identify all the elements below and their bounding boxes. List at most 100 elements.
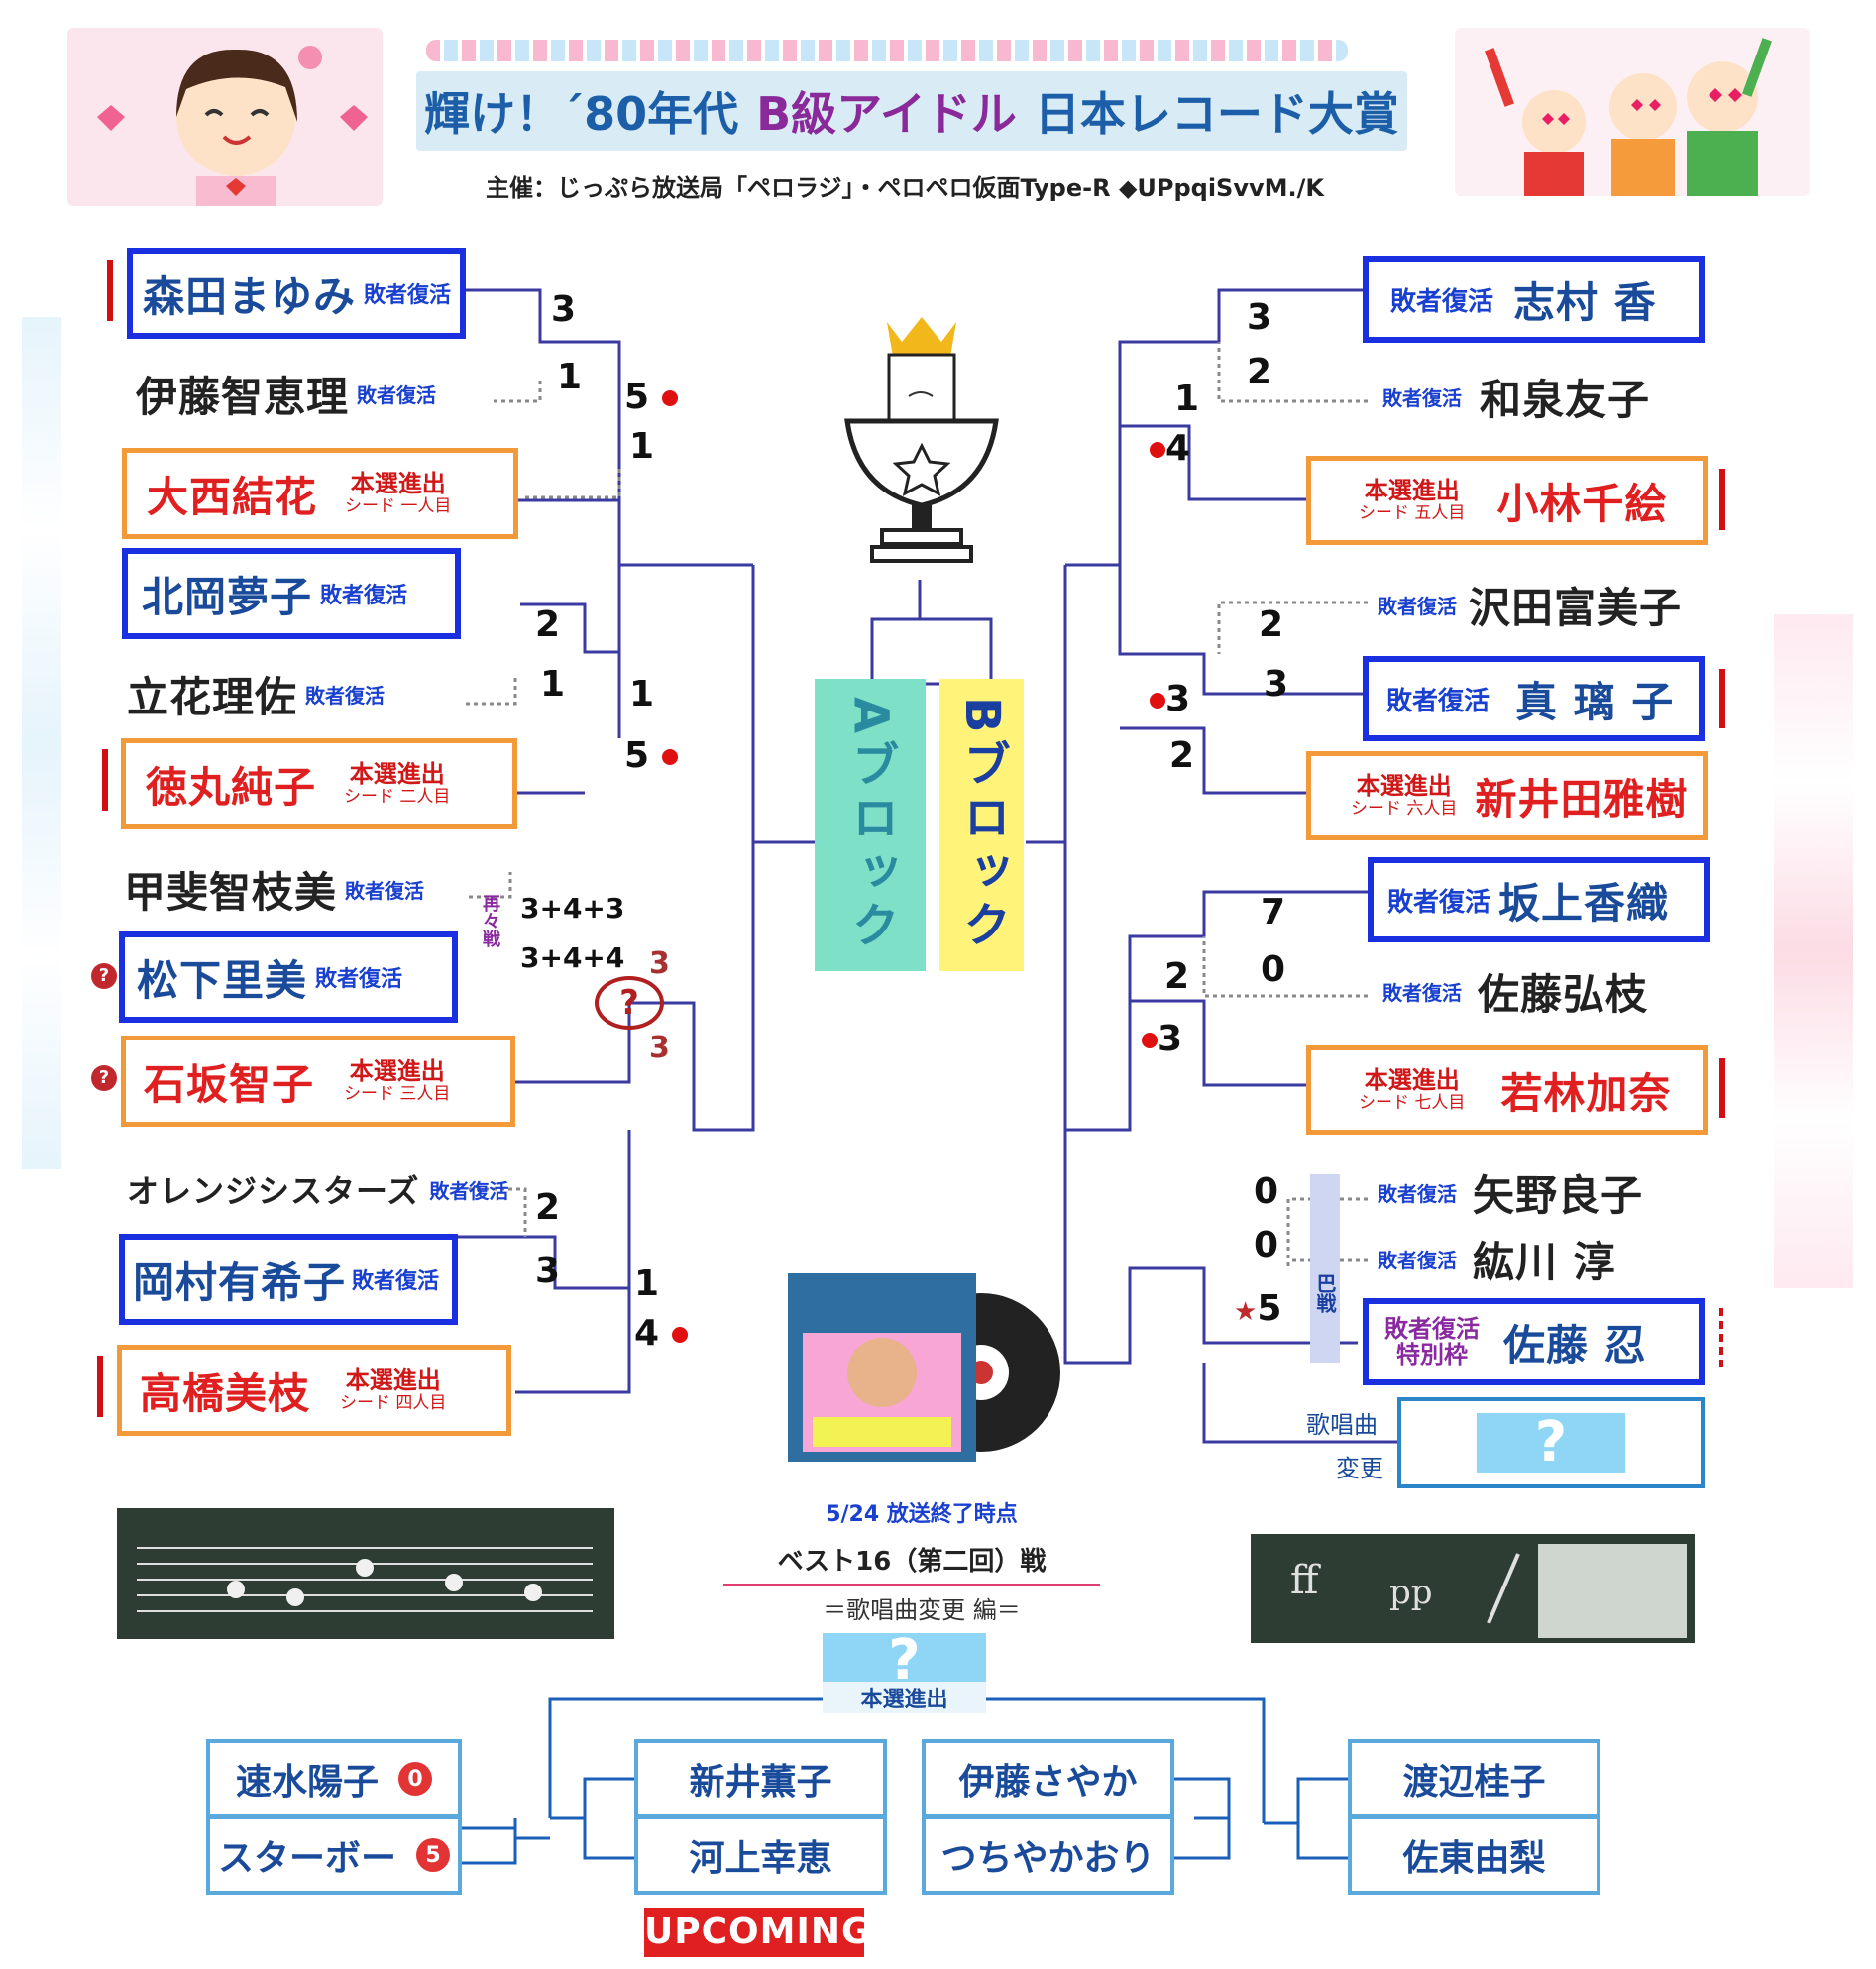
participant-left-8[interactable]: 松下里美敗者復活 — [119, 931, 458, 1023]
participant-left-5[interactable]: 立花理佐敗者復活 — [127, 659, 464, 728]
participant-left-2[interactable]: 伊藤智恵理敗者復活 — [134, 359, 491, 428]
score: 1 — [629, 674, 655, 714]
status-mark — [107, 260, 113, 321]
score: 3 — [535, 1251, 561, 1291]
score-badge: 0 — [398, 1762, 432, 1796]
status-mark — [1719, 1308, 1723, 1367]
idol-girl-illustration — [67, 28, 383, 206]
page-title: 輝け！´80年代 B級アイドル 日本レコード大賞 — [416, 71, 1407, 151]
participant-right-1[interactable]: 敗者復活志村 香 — [1363, 256, 1705, 343]
participant-left-3[interactable]: 大西結花 本選進出シード 一人目 — [122, 448, 518, 539]
bottom-participant-8[interactable]: 佐東由梨 — [1348, 1815, 1600, 1895]
mystery-song-box[interactable]: ? — [1397, 1397, 1705, 1488]
status-mark — [102, 749, 108, 811]
winner-dot — [671, 1327, 688, 1343]
score: 1 — [634, 1263, 660, 1304]
participant-left-6[interactable]: 徳丸純子 本選進出シード 二人目 — [121, 738, 517, 829]
b-block-label: Bブロック — [939, 679, 1024, 971]
participant-right-11[interactable]: 敗者復活紘川 淳 — [1378, 1224, 1714, 1293]
score: 3 — [649, 946, 670, 981]
score: ★5 — [1234, 1288, 1282, 1329]
score: 3 — [1264, 664, 1289, 705]
sponsor-line: 主催：じっぷら放送局「ペロラジ」・ペロペロ仮面Type-R ◆UPpqiSvvM… — [486, 174, 1324, 202]
score: 3 — [1247, 297, 1272, 338]
participant-right-6[interactable]: 本選進出シード 六人目 新井田雅樹 — [1306, 751, 1708, 840]
question-mark-icon: ? — [1477, 1413, 1625, 1473]
right-edge-decoration — [1774, 614, 1853, 1288]
bottom-top-label: ? 本選進出 — [823, 1633, 986, 1717]
participant-left-9[interactable]: 石坂智子 本選進出シード 三人目 — [121, 1036, 515, 1127]
svg-text:ff: ff — [1290, 1558, 1321, 1603]
bottom-participant-7[interactable]: 渡辺桂子 — [1348, 1739, 1600, 1818]
score: 7 — [1261, 892, 1286, 932]
question-mark-icon: ? — [823, 1633, 986, 1689]
score: 1 — [629, 426, 655, 467]
score: 3 — [649, 1031, 670, 1065]
score-badge: 5 — [416, 1838, 450, 1872]
winner-dot — [1150, 442, 1165, 458]
status-mark — [97, 1356, 103, 1417]
score: 0 — [1261, 949, 1286, 990]
title-part-2: B級アイドル — [756, 87, 1017, 141]
score: 1 — [540, 664, 566, 705]
winner-dot — [661, 749, 678, 765]
round-title: ベスト16（第二回）戦 — [723, 1541, 1100, 1586]
question-icon: ? — [91, 1065, 117, 1091]
upcoming-badge: UPCOMING — [644, 1908, 871, 1957]
participant-left-4[interactable]: 北岡夢子敗者復活 — [122, 548, 461, 639]
participant-right-10[interactable]: 敗者復活矢野良子 — [1378, 1157, 1714, 1227]
winner-dot — [1150, 693, 1165, 709]
participant-right-4[interactable]: 敗者復活沢田富美子 — [1378, 570, 1714, 639]
score: 2 — [535, 604, 561, 645]
participant-right-5[interactable]: 敗者復活真 璃 子 — [1363, 656, 1705, 741]
trophy-icon — [837, 297, 1006, 585]
chalkboard-piano-illustration: ff pp — [1251, 1534, 1695, 1643]
score: 2 — [1247, 352, 1272, 392]
svg-text:pp: pp — [1389, 1573, 1433, 1612]
score: 4 — [1150, 428, 1190, 469]
bottom-participant-5[interactable]: 伊藤さやか — [922, 1739, 1174, 1818]
round-subtitle: ＝歌唱曲変更 編＝ — [823, 1596, 1021, 1624]
participant-right-9[interactable]: 本選進出シード 七人目 若林加奈 — [1306, 1045, 1708, 1135]
status-mark — [1719, 1058, 1725, 1118]
score: 0 — [1254, 1171, 1279, 1212]
participant-left-12[interactable]: 高橋美枝 本選進出シード 四人目 — [117, 1345, 511, 1436]
participant-left-7[interactable]: 甲斐智枝美敗者復活 — [124, 854, 466, 924]
participant-right-3[interactable]: 本選進出シード 五人目 小林千絵 — [1306, 456, 1708, 545]
score: 3+4+3 — [520, 892, 625, 925]
star-icon: ★ — [1234, 1297, 1258, 1327]
participant-right-8[interactable]: 敗者復活佐藤弘枝 — [1382, 956, 1714, 1026]
bottom-participant-6[interactable]: つちやかおり — [922, 1815, 1174, 1895]
score: 2 — [1164, 956, 1190, 997]
score: 3 — [1150, 679, 1190, 719]
score: 4 — [634, 1313, 688, 1354]
participant-right-12[interactable]: 敗者復活特別枠 佐藤 忍 — [1363, 1298, 1705, 1385]
score: 5 — [624, 735, 678, 776]
bottom-participant-4[interactable]: 河上幸恵 — [634, 1815, 887, 1895]
bottom-participant-3[interactable]: 新井薫子 — [634, 1739, 887, 1818]
score: 1 — [557, 357, 583, 397]
title-part-1: 輝け！´80年代 — [424, 87, 739, 141]
question-circle-icon: ? — [595, 976, 664, 1030]
participant-right-7[interactable]: 敗者復活坂上香織 — [1368, 857, 1710, 942]
participant-right-2[interactable]: 敗者復活和泉友子 — [1382, 362, 1710, 431]
status-mark — [1719, 669, 1725, 728]
score: 3+4+4 — [520, 941, 625, 974]
participant-left-1[interactable]: 森田まゆみ敗者復活 — [127, 248, 466, 339]
kashokyoku-label: 歌唱曲 — [1306, 1411, 1378, 1439]
participant-left-11[interactable]: 岡村有希子敗者復活 — [119, 1234, 458, 1325]
score: 1 — [1174, 379, 1200, 419]
status-date: 5/24 放送終了時点 — [826, 1502, 1018, 1527]
score: 2 — [535, 1187, 561, 1228]
score: 5 — [624, 377, 678, 417]
participant-left-10[interactable]: オレンジシスターズ敗者復活 — [127, 1154, 508, 1224]
score: 3 — [551, 289, 577, 330]
fans-illustration — [1455, 28, 1810, 196]
honsen-label: 本選進出 — [823, 1682, 986, 1713]
chalkboard-notes-illustration — [117, 1508, 614, 1639]
question-icon: ? — [91, 963, 117, 989]
henkou-label: 変更 — [1336, 1455, 1383, 1482]
rematch-label: 再々戦 — [480, 894, 500, 947]
